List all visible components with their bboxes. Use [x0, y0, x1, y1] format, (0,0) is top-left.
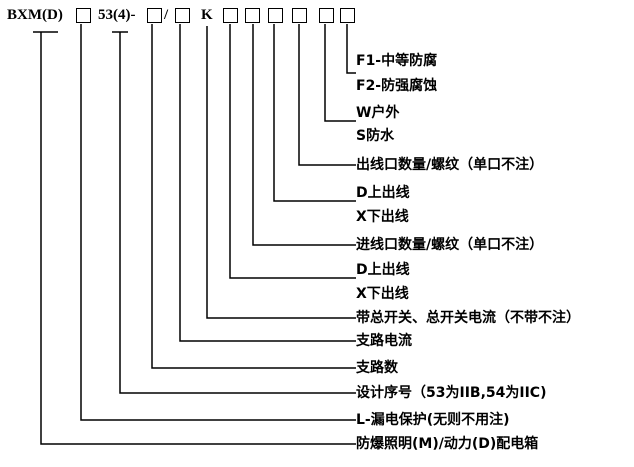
main-switch-code: K — [201, 7, 213, 23]
branch-count-box — [147, 8, 162, 23]
label-f1: F1-中等防腐 — [356, 53, 438, 69]
label-outlet-d: D上出线 — [356, 185, 410, 201]
slash-separator: / — [164, 7, 169, 23]
leader-outlet-direction — [273, 24, 356, 202]
label-leakage: L-漏电保护(无则不用注) — [356, 412, 510, 428]
environment-box — [319, 8, 334, 23]
label-inlet-qty: 进线口数量/螺纹（单口不注） — [356, 237, 544, 253]
corrosion-box — [340, 8, 355, 23]
leakage-code-box — [76, 8, 91, 23]
label-outlet-x: X下出线 — [356, 209, 409, 225]
outlet-qty-box — [292, 8, 307, 23]
branch-current-box — [175, 8, 190, 23]
label-s: S防水 — [356, 128, 395, 144]
leader-leakage — [80, 24, 356, 421]
leader-product — [40, 32, 356, 445]
leader-inlet-qty — [252, 24, 356, 246]
label-main-switch: 带总开关、总开关电流（不带不注） — [356, 310, 580, 326]
leader-main-switch — [206, 26, 356, 319]
label-f2: F2-防强腐蚀 — [356, 78, 438, 94]
label-outlet-qty: 出线口数量/螺纹（单口不注） — [356, 157, 544, 173]
model-prefix: BXM(D) — [7, 7, 63, 23]
inlet-qty-box — [245, 8, 260, 23]
label-product: 防爆照明(M)/动力(D)配电箱 — [356, 436, 539, 452]
leader-branch-count — [151, 24, 356, 369]
leader-outlet-qty — [298, 24, 356, 166]
leader-corrosion — [346, 24, 356, 74]
series-code: 53(4)- — [98, 7, 136, 23]
leader-design-no — [119, 32, 356, 394]
label-branch-current: 支路电流 — [356, 333, 412, 349]
label-w: W户外 — [356, 105, 400, 121]
label-branch-count: 支路数 — [356, 360, 398, 376]
inlet-direction-box — [223, 8, 238, 23]
leader-inlet-direction — [229, 24, 356, 279]
leader-branch-current — [179, 24, 356, 342]
label-design-no: 设计序号（53为IIB,54为IIC) — [356, 385, 547, 401]
outlet-direction-box — [268, 8, 283, 23]
label-inlet-x: X下出线 — [356, 286, 409, 302]
leader-environment — [324, 24, 356, 122]
label-inlet-d: D上出线 — [356, 262, 410, 278]
